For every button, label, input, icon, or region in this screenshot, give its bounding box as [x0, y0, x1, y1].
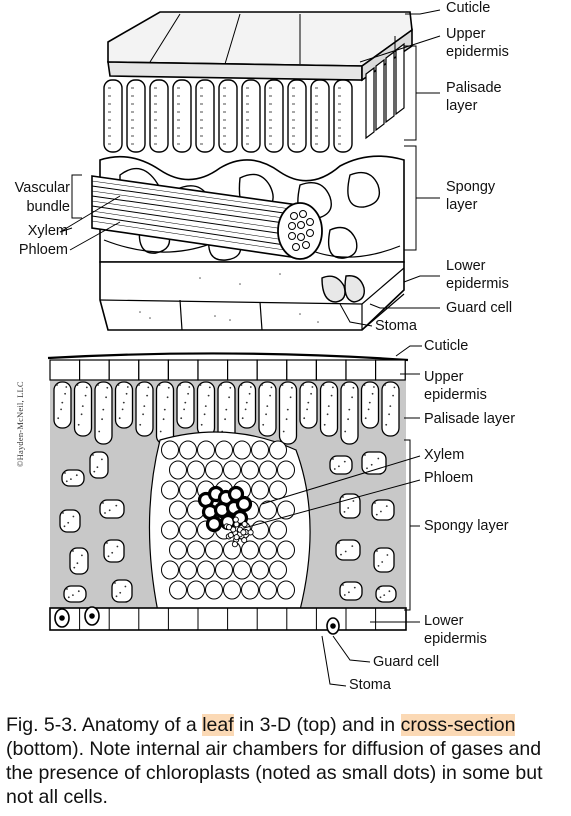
top-label-upper-epidermis-1: Upper	[446, 26, 486, 42]
bottom-label-palisade: Palisade layer	[424, 411, 516, 427]
bottom-label-xylem: Xylem	[424, 447, 465, 463]
bottom-label-stoma: Stoma	[349, 677, 391, 693]
bottom-palisade-layer	[53, 381, 400, 445]
top-label-spongy-2: layer	[446, 197, 478, 213]
top-upper-epidermis	[107, 11, 413, 82]
bottom-lower-epidermis	[49, 607, 407, 631]
bottom-cuticle-line	[47, 352, 409, 362]
bottom-label-lower-epidermis-2: epidermis	[424, 631, 487, 647]
bottom-phloem	[223, 516, 254, 548]
top-label-vascular-1: Vascular	[14, 180, 70, 196]
top-label-xylem: Xylem	[27, 223, 68, 239]
figure-caption: Fig. 5-3. Anatomy of a leaf in 3-D (top)…	[6, 713, 566, 809]
caption-part-3: (bottom). Note internal air chambers for…	[6, 738, 543, 808]
top-label-upper-epidermis-2: epidermis	[446, 44, 509, 60]
top-label-lower-epidermis-2: epidermis	[446, 276, 509, 292]
bottom-label-upper-epidermis-2: epidermis	[424, 387, 487, 403]
top-label-vascular-2: bundle	[26, 199, 70, 215]
bottom-label-phloem: Phloem	[424, 470, 474, 486]
bottom-label-spongy: Spongy layer	[424, 518, 509, 534]
top-label-palisade-2: layer	[446, 98, 478, 114]
caption-highlight-cross-section: cross-section	[400, 714, 516, 736]
leaf-cross-section	[47, 352, 409, 635]
bottom-vascular-bundle	[148, 431, 311, 613]
top-label-guard-cell: Guard cell	[446, 300, 513, 316]
caption-highlight-leaf: leaf	[202, 714, 234, 736]
leaf-3d-block	[91, 11, 413, 331]
top-label-spongy-1: Spongy	[446, 179, 496, 195]
bottom-label-cuticle: Cuticle	[424, 338, 469, 354]
caption-part-2: in 3-D (top) and in	[233, 714, 401, 736]
top-label-phloem: Phloem	[18, 242, 68, 258]
bottom-leader-lines	[243, 345, 422, 687]
top-vascular-bundle	[91, 175, 323, 260]
top-leader-lines	[59, 9, 441, 327]
bottom-upper-epidermis	[49, 359, 406, 381]
top-guard-cells	[321, 275, 365, 303]
leaf-anatomy-illustration	[47, 9, 441, 687]
bottom-label-lower-epidermis-1: Lower	[424, 613, 464, 629]
top-palisade-layer	[103, 79, 353, 153]
bottom-xylem	[197, 485, 253, 533]
top-label-lower-epidermis-1: Lower	[446, 258, 486, 274]
bottom-label-guard-cell: Guard cell	[373, 654, 440, 670]
top-label-palisade-1: Palisade	[446, 80, 502, 96]
bottom-label-upper-epidermis-1: Upper	[424, 369, 464, 385]
caption-part-1: Fig. 5-3. Anatomy of a	[6, 714, 203, 736]
copyright-credit: ©Hayden-McNeil, LLC	[15, 381, 25, 467]
bottom-guard-cells	[54, 606, 340, 635]
top-palisade-side	[365, 42, 405, 140]
top-label-stoma: Stoma	[375, 318, 417, 334]
top-label-cuticle: Cuticle	[446, 0, 491, 16]
